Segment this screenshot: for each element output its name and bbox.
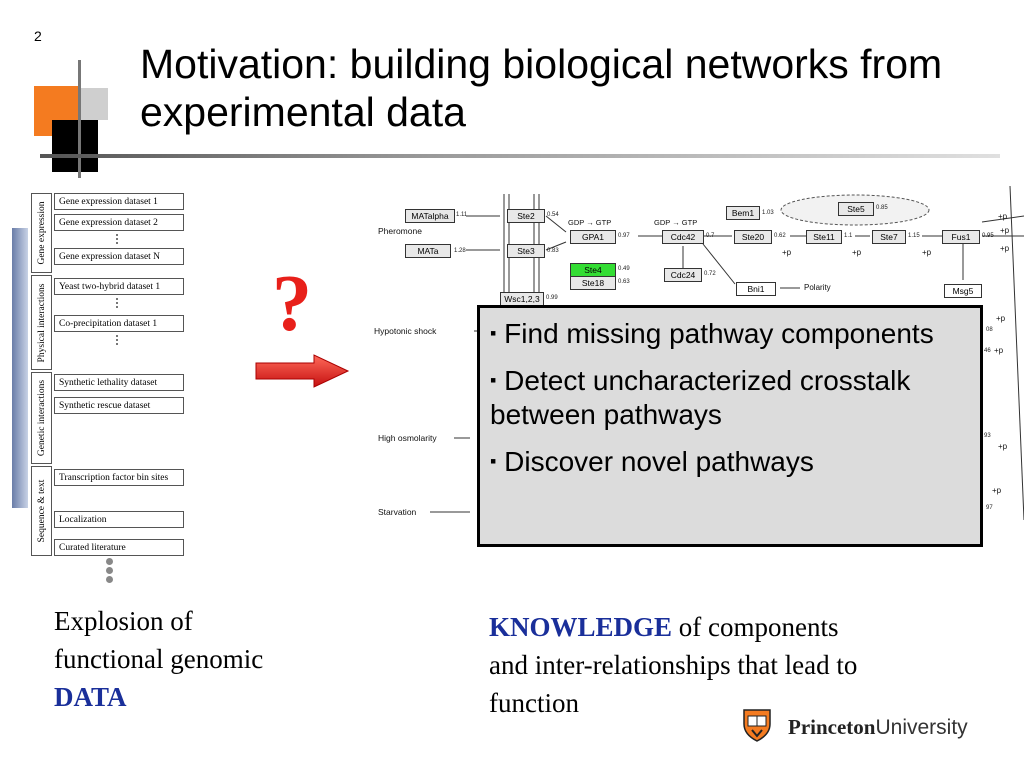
bullet-item: ▪ Find missing pathway components	[490, 318, 934, 349]
bullet-square-icon: ▪	[490, 451, 497, 471]
dataset-item: Co-precipitation dataset 1	[54, 315, 184, 332]
node-value: 0.62	[774, 233, 786, 239]
node-ste5: Ste5	[838, 202, 874, 216]
keyword-knowledge: KNOWLEDGE	[489, 612, 673, 642]
node-value: 0.85	[876, 205, 888, 211]
label-gdp-gtp: GDP → GTP	[654, 218, 698, 227]
node-bem1: Bem1	[726, 206, 760, 220]
black-square	[52, 120, 98, 172]
label-plus-p: +p	[998, 442, 1008, 451]
input-starvation: Starvation	[378, 507, 417, 517]
dataset-item: Synthetic lethality dataset	[54, 374, 184, 391]
input-pheromone: Pheromone	[378, 226, 422, 236]
node-value: 0.49	[618, 266, 630, 272]
node-value: 0.99	[546, 295, 558, 301]
grey-square	[80, 88, 108, 120]
node-ste3: Ste3	[507, 244, 545, 258]
ellipsis-dots	[116, 335, 119, 347]
group-gene-expression: Gene expression	[31, 193, 52, 273]
logo-text: PrincetonUniversity	[788, 715, 968, 739]
edge-value: 46	[984, 348, 991, 354]
more-datasets-dots	[106, 558, 114, 583]
info-box: ▪ Find missing pathway components ▪ Dete…	[477, 305, 983, 547]
node-ste11: Ste11	[806, 230, 842, 244]
node-cdc24: Cdc24	[664, 268, 702, 282]
title-ornament	[0, 0, 1000, 180]
node-bni1: Bni1	[736, 282, 776, 296]
node-value: 0.63	[618, 279, 630, 285]
horizontal-rule	[40, 154, 1000, 158]
caption-data: Explosion of functional genomic DATA	[54, 602, 354, 716]
right-arrow-icon	[255, 354, 350, 388]
shield-icon	[743, 709, 771, 742]
dataset-item: Curated literature	[54, 539, 184, 556]
dataset-item: Transcription factor bin sites	[54, 469, 184, 486]
node-value: 0.97	[618, 233, 630, 239]
label-gdp-gtp: GDP → GTP	[568, 218, 612, 227]
label-plus-p: +p	[994, 346, 1004, 355]
bullet-item: ▪ Discover novel pathways	[490, 446, 814, 477]
edge-value: 93	[984, 433, 991, 439]
node-value: 0.7	[706, 233, 715, 239]
node-wsc: Wsc1,2,3	[500, 292, 544, 306]
input-high-osmolarity: High osmolarity	[378, 433, 437, 443]
keyword-data: DATA	[54, 682, 127, 712]
label-plus-p: +p	[922, 248, 932, 257]
node-value: 0.83	[547, 248, 559, 254]
edge-value: 08	[986, 327, 993, 333]
node-value: 0.72	[704, 271, 716, 277]
label-plus-p: +p	[998, 212, 1008, 221]
data-panel	[0, 188, 200, 588]
ellipsis-dots	[116, 298, 119, 310]
label-polarity: Polarity	[804, 283, 831, 292]
node-cdc42: Cdc42	[662, 230, 704, 244]
label-plus-p: +p	[852, 248, 862, 257]
node-ste4: Ste4	[570, 263, 616, 277]
group-physical-interactions: Physical interactions	[31, 275, 52, 370]
node-ste2: Ste2	[507, 209, 545, 223]
node-value: 1.1	[844, 233, 853, 239]
question-mark: ?	[272, 260, 312, 348]
vertical-rule	[78, 60, 81, 178]
slide-title: Motivation: building biological networks…	[140, 41, 943, 135]
node-value: 1.11	[456, 212, 468, 218]
node-ste18: Ste18	[570, 276, 616, 290]
slide-number: 2	[34, 28, 42, 44]
node-ste20: Ste20	[734, 230, 772, 244]
dataset-item: Yeast two-hybrid dataset 1	[54, 278, 184, 295]
node-value: 1.28	[454, 248, 466, 254]
label-plus-p: +p	[996, 314, 1006, 323]
panel-shadow	[12, 228, 28, 508]
caption-knowledge: KNOWLEDGE of components and inter-relati…	[489, 612, 858, 718]
group-sequence-text: Sequence & text	[31, 466, 52, 556]
label-plus-p: +p	[1000, 226, 1010, 235]
bullet-item: ▪ Detect uncharacterized crosstalk betwe…	[490, 365, 911, 430]
dataset-item: Gene expression dataset 1	[54, 193, 184, 210]
dataset-item: Gene expression dataset 2	[54, 214, 184, 231]
node-value: 1.15	[908, 233, 920, 239]
node-fus1: Fus1	[942, 230, 980, 244]
node-matalpha: MATalpha	[405, 209, 455, 223]
bullet-square-icon: ▪	[490, 370, 497, 390]
university-logo: PrincetonUniversity	[742, 708, 1002, 748]
node-mata: MATa	[405, 244, 451, 258]
label-plus-p: +p	[1000, 244, 1010, 253]
dataset-item: Localization	[54, 511, 184, 528]
input-hypotonic-shock: Hypotonic shock	[374, 326, 437, 336]
bullet-square-icon: ▪	[490, 323, 497, 343]
ellipsis-dots	[116, 234, 119, 246]
label-plus-p: +p	[992, 486, 1002, 495]
label-plus-p: +p	[782, 248, 792, 257]
node-msg5: Msg5	[944, 284, 982, 298]
group-genetic-interactions: Genetic interactions	[31, 372, 52, 464]
node-value: 1.03	[762, 210, 774, 216]
dataset-item: Synthetic rescue dataset	[54, 397, 184, 414]
node-value: 0.95	[982, 233, 994, 239]
edge-value: 97	[986, 505, 993, 511]
dataset-item: Gene expression dataset N	[54, 248, 184, 265]
node-gpa1: GPA1	[570, 230, 616, 244]
node-value: 0.54	[547, 212, 559, 218]
node-ste7: Ste7	[872, 230, 906, 244]
